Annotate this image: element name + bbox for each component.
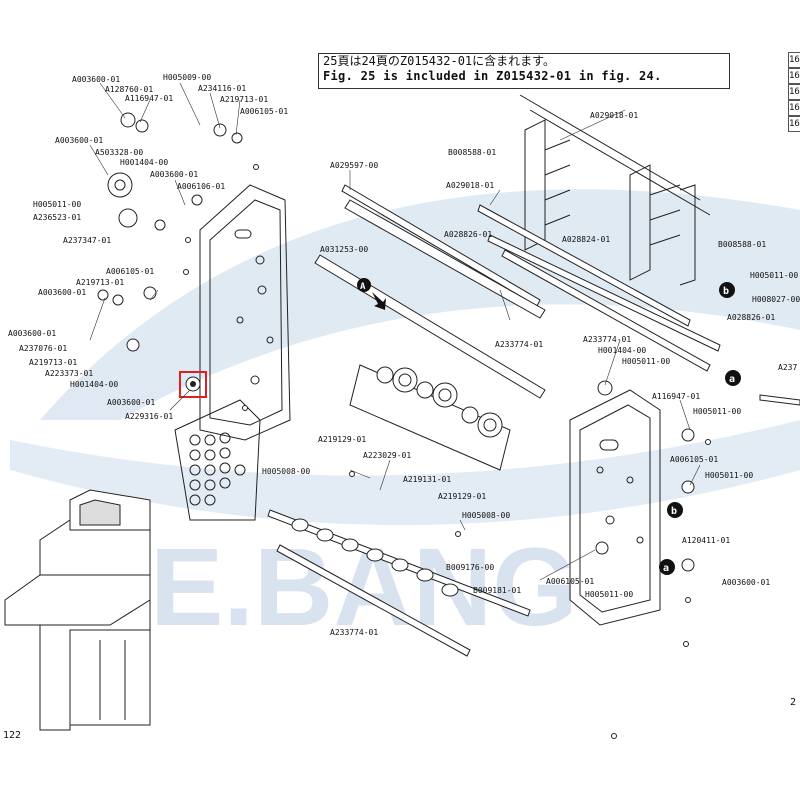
callout-markers: b a b a A xyxy=(357,278,741,575)
page-number-right: 2 xyxy=(790,697,797,708)
part-labels: A003600-01 A128760-01 A116947-01 H005009… xyxy=(8,73,800,637)
part-label: H005011-00 xyxy=(693,407,741,416)
figure-note-header: 25頁は24頁のZ015432-01に含まれます。 Fig. 25 is inc… xyxy=(318,53,730,89)
part-label: A219129-01 xyxy=(318,435,366,444)
part-label: B008588-01 xyxy=(448,148,496,157)
left-frame-plate xyxy=(199,184,291,441)
highlighted-part-a229316[interactable] xyxy=(179,371,207,398)
right-table-cell: 16 xyxy=(788,84,800,100)
part-label: H008027-00 xyxy=(752,295,800,304)
gear-icons xyxy=(97,112,695,572)
part-label: A006105-01 xyxy=(670,455,718,464)
right-table-cell: 16 xyxy=(788,52,800,68)
part-label: H001404-00 xyxy=(598,346,646,355)
shafts xyxy=(267,184,800,657)
part-label: A503328-00 xyxy=(95,148,143,157)
right-table-cell: 16 xyxy=(788,116,800,132)
part-label: A120411-01 xyxy=(682,536,730,545)
svg-text:A: A xyxy=(360,282,366,292)
guide-racks xyxy=(519,94,711,286)
part-label: A003600-01 xyxy=(55,136,103,145)
part-label: A116947-01 xyxy=(125,94,173,103)
right-table-cell: 16 xyxy=(788,100,800,116)
marker-a-low xyxy=(659,559,675,575)
svg-text:b: b xyxy=(723,286,729,297)
part-label: A003600-01 xyxy=(107,398,155,407)
part-label: A219713-01 xyxy=(220,95,268,104)
part-label: H005011-00 xyxy=(585,590,633,599)
header-line-japanese: 25頁は24頁のZ015432-01に含まれます。 xyxy=(323,54,555,68)
part-label: A237347-01 xyxy=(63,236,111,245)
part-label: A003600-01 xyxy=(8,329,56,338)
part-label: A128760-01 xyxy=(105,85,153,94)
svg-text:a: a xyxy=(729,374,735,385)
part-label: H005011-00 xyxy=(705,471,753,480)
part-label: A006105-01 xyxy=(106,267,154,276)
right-table-cell: 16 xyxy=(788,68,800,84)
part-label: A028826-01 xyxy=(444,230,492,239)
lower-roller-shaft xyxy=(291,518,459,597)
part-label: A237076-01 xyxy=(19,344,67,353)
part-label: B009181-01 xyxy=(473,586,521,595)
part-label: A236523-01 xyxy=(33,213,81,222)
copier-machine-illustration xyxy=(4,489,151,731)
part-label: A233774-01 xyxy=(583,335,631,344)
lower-left-plate xyxy=(174,399,261,521)
svg-text:b: b xyxy=(671,506,677,517)
part-label: A003600-01 xyxy=(150,170,198,179)
part-label: H005011-00 xyxy=(33,200,81,209)
part-label: A031253-00 xyxy=(320,245,368,254)
part-label: H005008-00 xyxy=(462,511,510,520)
marker-b-low xyxy=(667,502,683,518)
part-label: A003600-01 xyxy=(38,288,86,297)
part-label: A006106-01 xyxy=(177,182,225,191)
screw-icons xyxy=(183,164,711,739)
part-label: H001404-00 xyxy=(120,158,168,167)
part-label: A237 xyxy=(778,363,797,372)
part-label: A029018-01 xyxy=(446,181,494,190)
part-label: A028824-01 xyxy=(562,235,610,244)
part-label: A219713-01 xyxy=(76,278,124,287)
marker-b-top xyxy=(719,282,735,298)
svg-text:a: a xyxy=(663,563,669,574)
arrow-icon xyxy=(372,292,386,310)
watermark-graphic: E.BANG xyxy=(10,189,800,649)
right-frame-plate xyxy=(569,389,661,626)
part-label: B009176-00 xyxy=(446,563,494,572)
marker-A-arrow xyxy=(357,278,371,292)
part-label: A233774-01 xyxy=(330,628,378,637)
part-label: A003600-01 xyxy=(722,578,770,587)
part-label: A223373-01 xyxy=(45,369,93,378)
part-label: A029018-01 xyxy=(590,111,638,120)
part-label: A116947-01 xyxy=(652,392,700,401)
part-label: H005011-00 xyxy=(622,357,670,366)
part-label: A219131-01 xyxy=(403,475,451,484)
part-label: A028826-01 xyxy=(727,313,775,322)
roller-assembly xyxy=(349,364,511,471)
page-number: 122 xyxy=(3,730,22,741)
part-label: A003600-01 xyxy=(72,75,120,84)
part-label: A233774-01 xyxy=(495,340,543,349)
part-label: H001404-00 xyxy=(70,380,118,389)
part-label: A219129-01 xyxy=(438,492,486,501)
part-label: H005009-00 xyxy=(163,73,211,82)
header-line-english: Fig. 25 is included in Z015432-01 in fig… xyxy=(323,69,662,83)
part-label-highlighted: A229316-01 xyxy=(125,412,173,421)
part-label: A006105-01 xyxy=(546,577,594,586)
part-label: A234116-01 xyxy=(198,84,246,93)
part-label: H005011-00 xyxy=(750,271,798,280)
leader-lines xyxy=(89,82,701,581)
part-label: H005008-00 xyxy=(262,467,310,476)
part-label: A029597-00 xyxy=(330,161,378,170)
part-label: A219713-01 xyxy=(29,358,77,367)
part-label: A006105-01 xyxy=(240,107,288,116)
part-label: A223029-01 xyxy=(363,451,411,460)
part-label: B008588-01 xyxy=(718,240,766,249)
marker-a-mid xyxy=(725,370,741,386)
